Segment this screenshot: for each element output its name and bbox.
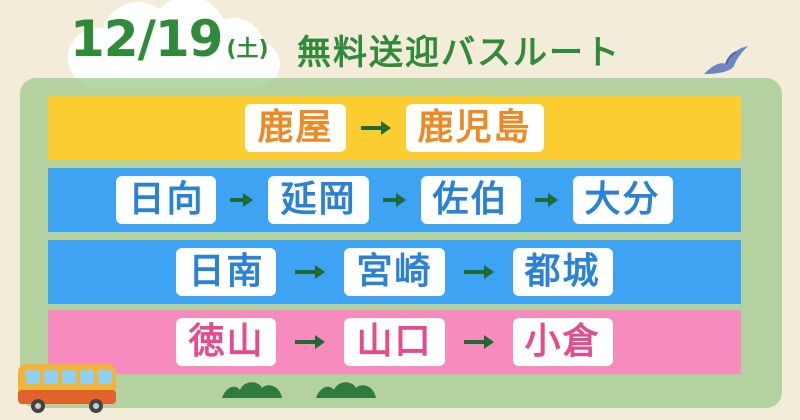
arrow-right-icon [459,330,499,354]
stop-label: 宮崎 [344,248,445,296]
route-band-nichinan: 日南 宮崎 都城 [48,240,741,304]
bus-icon [18,364,116,413]
stop-label: 山口 [344,318,445,366]
arrow-right-icon [375,188,415,212]
stop-label: 延岡 [268,176,369,224]
arrow-right-icon [222,188,262,212]
date-text: 12/19 [70,10,223,68]
weekday-text: (土) [226,37,269,62]
event-date: 12/19 (土) [70,10,269,80]
bird-icon [704,46,748,74]
stop-label: 日南 [176,248,277,296]
stop-label: 小倉 [512,318,613,366]
arrow-right-icon [290,260,330,284]
stop-label: 大分 [572,176,673,224]
stop-label: 鹿屋 [245,104,346,152]
bush-icon [222,382,282,398]
route-band-kanoya: 鹿屋 鹿児島 [48,96,741,160]
route-band-hyuga: 日向 延岡 佐伯 大分 [48,168,741,232]
page-title: 無料送迎バスルート [297,33,621,73]
arrow-right-icon [356,116,396,140]
bush-icon [316,382,376,398]
arrow-right-icon [290,330,330,354]
stop-label: 徳山 [176,318,277,366]
stop-label: 都城 [512,248,613,296]
route-band-tokuyama: 徳山 山口 小倉 [48,310,741,374]
stop-label: 佐伯 [420,176,521,224]
arrow-right-icon [527,188,567,212]
stop-label: 日向 [116,176,217,224]
arrow-right-icon [459,260,499,284]
stop-label: 鹿児島 [405,104,544,152]
